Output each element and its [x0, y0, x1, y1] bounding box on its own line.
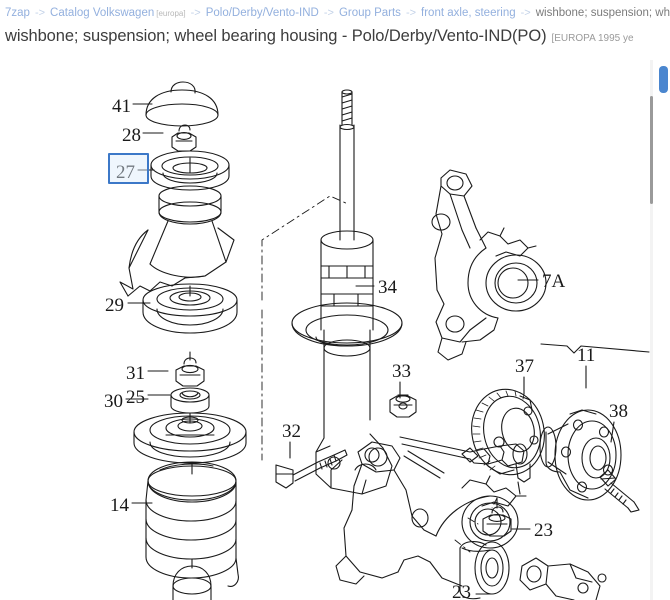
part-7A-wheel-bearing-housing — [431, 169, 547, 361]
callout-23-upper[interactable]: 23 — [534, 520, 553, 541]
selected-part-highlight[interactable] — [108, 153, 149, 184]
part-38-screw — [599, 469, 640, 513]
part-34-shock-absorber — [291, 89, 403, 495]
breadcrumb-separator: -> — [190, 7, 201, 19]
callout-numbers: 41 28 27 29 31 25 30 14 34 33 32 7A 37 1… — [104, 96, 628, 600]
part-27-strut-bearing — [150, 150, 230, 191]
parts-diagram-svg: 41 28 27 29 31 25 30 14 34 33 32 7A 37 1… — [104, 81, 650, 600]
part-37-backing-plate — [471, 388, 545, 476]
breadcrumb: 7zap -> Catalog Volkswagen[europa] -> Po… — [0, 0, 670, 26]
callout-41[interactable]: 41 — [112, 96, 131, 117]
breadcrumb-label: Catalog Volkswagen — [50, 7, 155, 19]
callout-23-lower[interactable]: 23 — [452, 582, 471, 600]
callout-14[interactable]: 14 — [110, 495, 130, 516]
callout-leader-lines — [125, 103, 615, 530]
callout-38[interactable]: 38 — [609, 401, 628, 422]
part-31-nut — [175, 351, 205, 387]
inner-scrollbar-track[interactable] — [650, 60, 653, 600]
breadcrumb-item-polo-derby-vento-ind[interactable]: Polo/Derby/Vento-IND — [206, 7, 319, 19]
part-29-spring-seat — [142, 283, 238, 334]
part-bump-stop — [172, 558, 212, 600]
part-25-washer — [170, 387, 210, 414]
breadcrumb-separator: -> — [520, 7, 531, 19]
part-dust-shield — [119, 185, 235, 297]
breadcrumb-superscript: [europa] — [156, 9, 186, 18]
part-14-coil-spring — [145, 461, 239, 587]
breadcrumb-item-catalog-volkswagen[interactable]: Catalog Volkswagen[europa] — [50, 7, 186, 19]
callout-27[interactable]: 27 — [116, 162, 135, 183]
vertical-scrollbar-thumb[interactable] — [659, 66, 668, 93]
callout-37[interactable]: 37 — [515, 356, 534, 377]
breadcrumb-item-front-axle-steering[interactable]: front axle, steering — [421, 7, 516, 19]
part-41-cap — [145, 81, 219, 127]
callout-11[interactable]: 11 — [577, 345, 595, 366]
callout-29[interactable]: 29 — [105, 295, 124, 316]
breadcrumb-label: 7zap — [5, 7, 30, 19]
part-11-wheel-hub — [539, 409, 622, 501]
part-32-bolt — [275, 449, 348, 489]
callout-32[interactable]: 32 — [282, 421, 301, 442]
page-title-row: wishbone; suspension; wheel bearing hous… — [0, 27, 670, 57]
callout-34[interactable]: 34 — [378, 277, 398, 298]
part-23-nut-upper — [482, 497, 512, 537]
inner-scrollbar-thumb[interactable] — [650, 96, 653, 204]
part-28-nut — [171, 124, 197, 152]
breadcrumb-item-current: wishbone; suspension; wheel bea — [535, 7, 670, 19]
page-title-note: [EUROPA 1995 ye — [551, 33, 634, 44]
breadcrumb-separator: -> — [34, 7, 46, 19]
part-33-nut — [389, 394, 417, 418]
callout-30[interactable]: 30 — [104, 391, 123, 412]
breadcrumb-separator: -> — [405, 7, 417, 19]
breadcrumb-item-7zap[interactable]: 7zap — [5, 7, 30, 19]
callout-28[interactable]: 28 — [122, 125, 141, 146]
part-lower-knuckle-assembly — [335, 436, 531, 587]
part-lower-right-parts — [519, 557, 607, 600]
parts-diagram[interactable]: 41 28 27 29 31 25 30 14 34 33 32 7A 37 1… — [0, 58, 652, 600]
callout-31[interactable]: 31 — [126, 363, 145, 384]
breadcrumb-separator: -> — [323, 7, 334, 19]
breadcrumb-label: Group Parts — [338, 7, 401, 19]
breadcrumb-label: Polo/Derby/Vento-IND — [205, 7, 319, 19]
breadcrumb-item-group-parts[interactable]: Group Parts — [339, 7, 401, 19]
breadcrumb-label: front axle, steering — [421, 7, 516, 19]
callout-33[interactable]: 33 — [392, 361, 411, 382]
part-left-bottom-bolt — [461, 447, 479, 463]
page-title: wishbone; suspension; wheel bearing hous… — [5, 27, 547, 45]
callout-7A[interactable]: 7A — [542, 271, 566, 292]
callout-25[interactable]: 25 — [126, 387, 145, 408]
part-30-lower-spring-seat — [133, 412, 247, 464]
part-bushing — [459, 541, 510, 600]
vertical-scrollbar-track[interactable] — [655, 58, 670, 600]
